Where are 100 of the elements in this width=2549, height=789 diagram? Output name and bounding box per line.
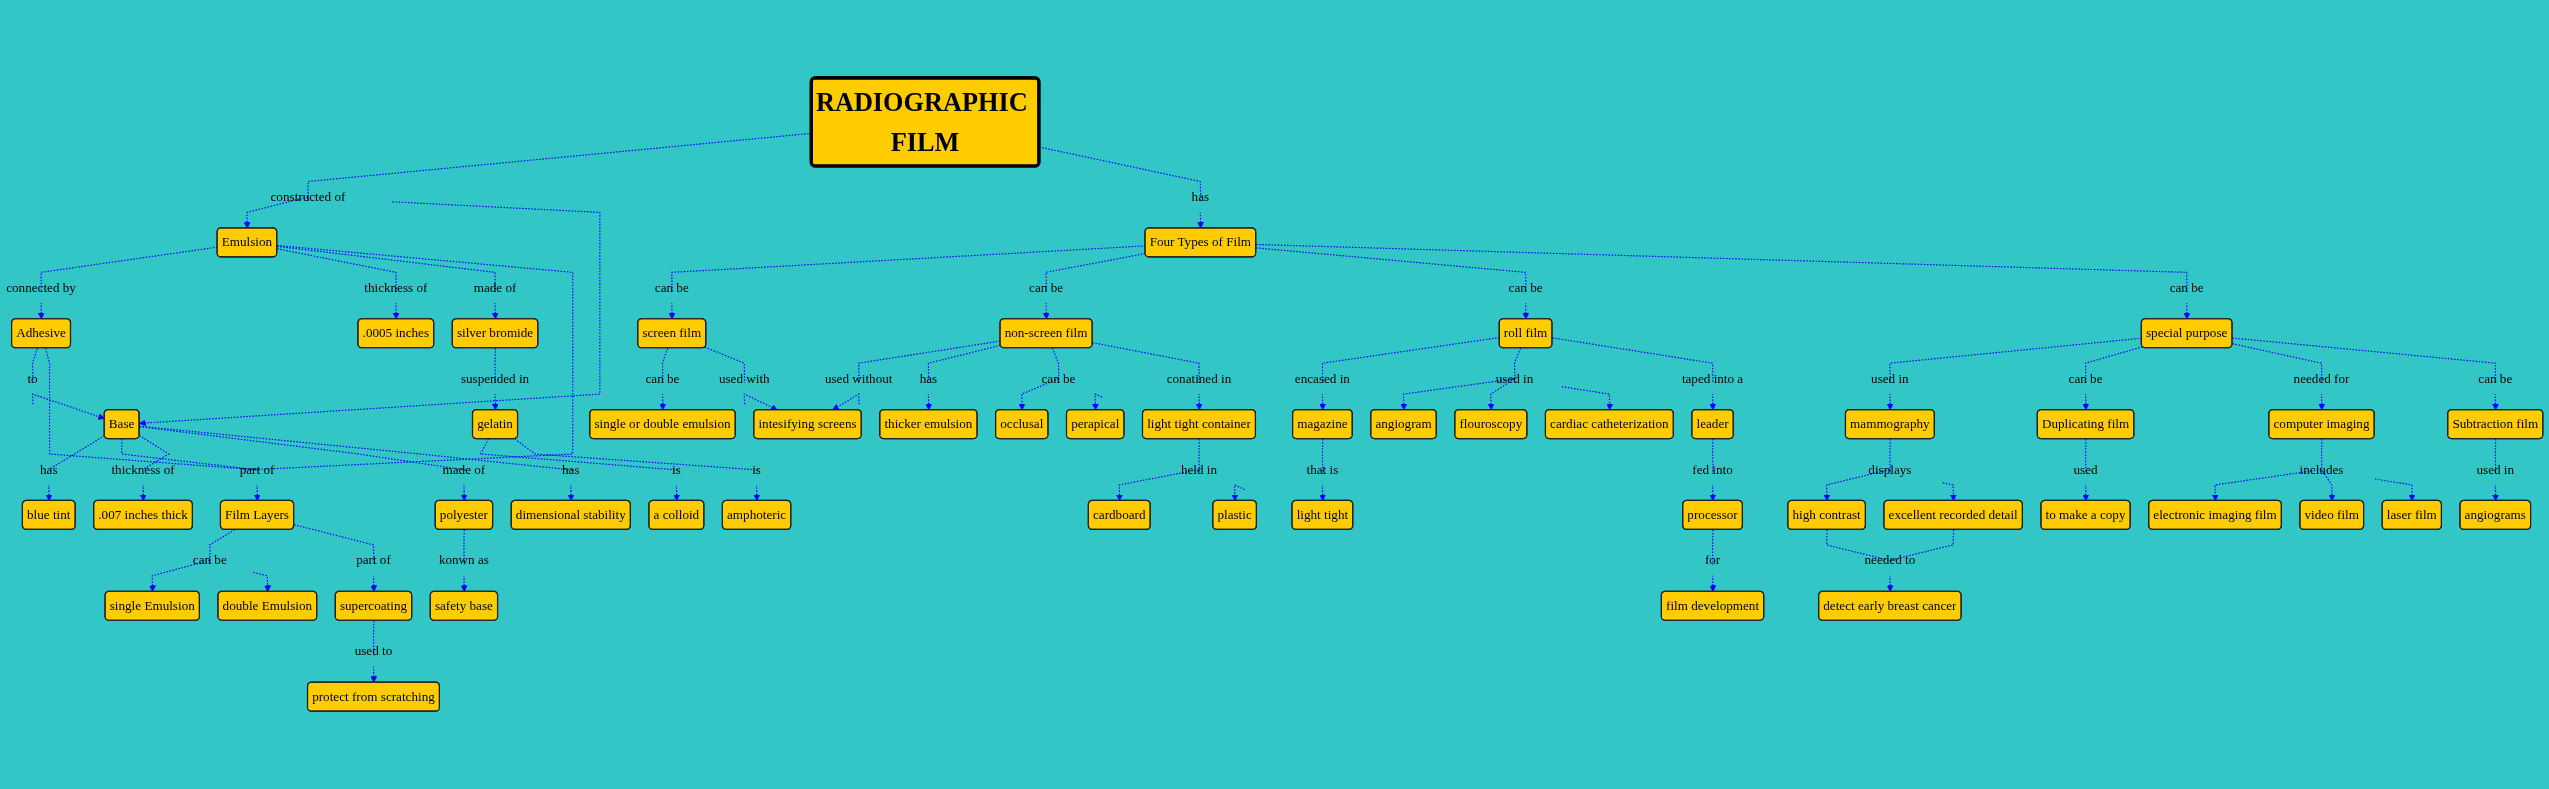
arrow [1319,393,1327,411]
arrow [567,484,575,502]
connector [704,346,746,384]
node-text: thickness of [364,280,428,295]
node-text: has [1191,189,1210,205]
node-text: displays [1868,461,1912,477]
node-text: has [919,371,938,386]
connector [514,438,761,471]
node-text: can be [1508,280,1543,295]
connector [2320,438,2323,475]
node-text: suspended in [460,371,530,386]
arrow [45,484,53,502]
node-text: can be [2068,371,2103,386]
connector [1711,438,1714,475]
arrow [1522,302,1530,320]
node-text: taped into a [1681,371,1744,386]
arrow [252,571,271,592]
node-text: has [562,461,580,477]
arrow [2082,484,2090,502]
node-text: konwn as [438,552,489,568]
arrow [659,393,667,411]
arrow [1886,575,1894,592]
connector [1711,529,1714,566]
node-text: part of [356,552,391,568]
connector [48,434,106,471]
arrow [2492,393,2499,411]
arrow [1886,393,1894,411]
node-text: can be [2169,280,2204,295]
node-text: fed into [1692,461,1733,477]
arrow [370,575,378,592]
node-text: can be [1041,371,1076,386]
arrow [491,302,499,320]
arrow [673,484,680,502]
node-text: can be [1029,280,1064,295]
node-text: can be [645,371,680,386]
arrow [2082,393,2090,411]
node-text: includes [2299,461,2344,477]
arrow [1709,484,1717,502]
arrow [2322,470,2336,502]
arrow [392,302,400,320]
node-text: constructed of [270,189,346,205]
arrow [149,559,211,592]
node-text: is [752,461,761,477]
node-text: made of [473,280,517,295]
node-text: used [2073,461,2098,477]
arrow [1709,393,1717,411]
connector [121,438,261,471]
connector [1889,337,2143,384]
node-text: used in [1871,371,1909,386]
node-text: held in [1180,461,1218,477]
arrow [2183,302,2191,320]
arrow [832,393,860,411]
node-text: needed for [2293,371,2350,386]
node-text: needed to [1864,552,1916,568]
node-text: made of [442,461,486,477]
node-text: can be [2478,371,2513,386]
arrow [370,666,378,683]
node-text: can be [654,280,689,295]
node-text: can be [192,552,227,568]
arrow [2374,478,2416,502]
arrow [491,393,499,411]
arrow [139,201,601,427]
node-text: for [1704,552,1721,568]
connector [1889,438,1891,475]
arrow [460,484,468,502]
node-text: thickness of [111,461,175,477]
arrow [1195,393,1203,411]
arrow [139,484,147,502]
node-text: that is [1306,461,1339,477]
connector [1889,529,1955,561]
arrow [1319,484,1327,502]
connector [1321,438,1324,475]
node-text: used in [1495,371,1534,386]
node-text: used with [718,371,770,386]
node-text: is [671,461,681,477]
arrow [1197,211,1204,229]
node-text: connected by [6,280,76,295]
arrow [1092,393,1103,411]
node-text: encased in [1294,371,1350,386]
arrow [1042,302,1050,320]
connector [1513,347,1522,384]
node-text: has [40,461,58,477]
connector [858,340,1001,384]
arrow [2318,393,2326,411]
arrow [253,484,261,502]
arrow [1561,386,1613,411]
node-text: used in [2476,461,2515,477]
node-text: conatined in [1166,371,1232,386]
node-text: used without [824,371,893,386]
arrow [2492,484,2499,502]
arrow [1231,484,1246,502]
connector [44,347,261,471]
arrow [668,302,676,320]
connector [293,524,375,566]
arrow [925,393,933,411]
connector [1198,438,1200,475]
arrow [743,393,778,411]
node-text: to [27,371,38,386]
arrow [753,484,761,502]
node-text: used to [354,643,393,659]
